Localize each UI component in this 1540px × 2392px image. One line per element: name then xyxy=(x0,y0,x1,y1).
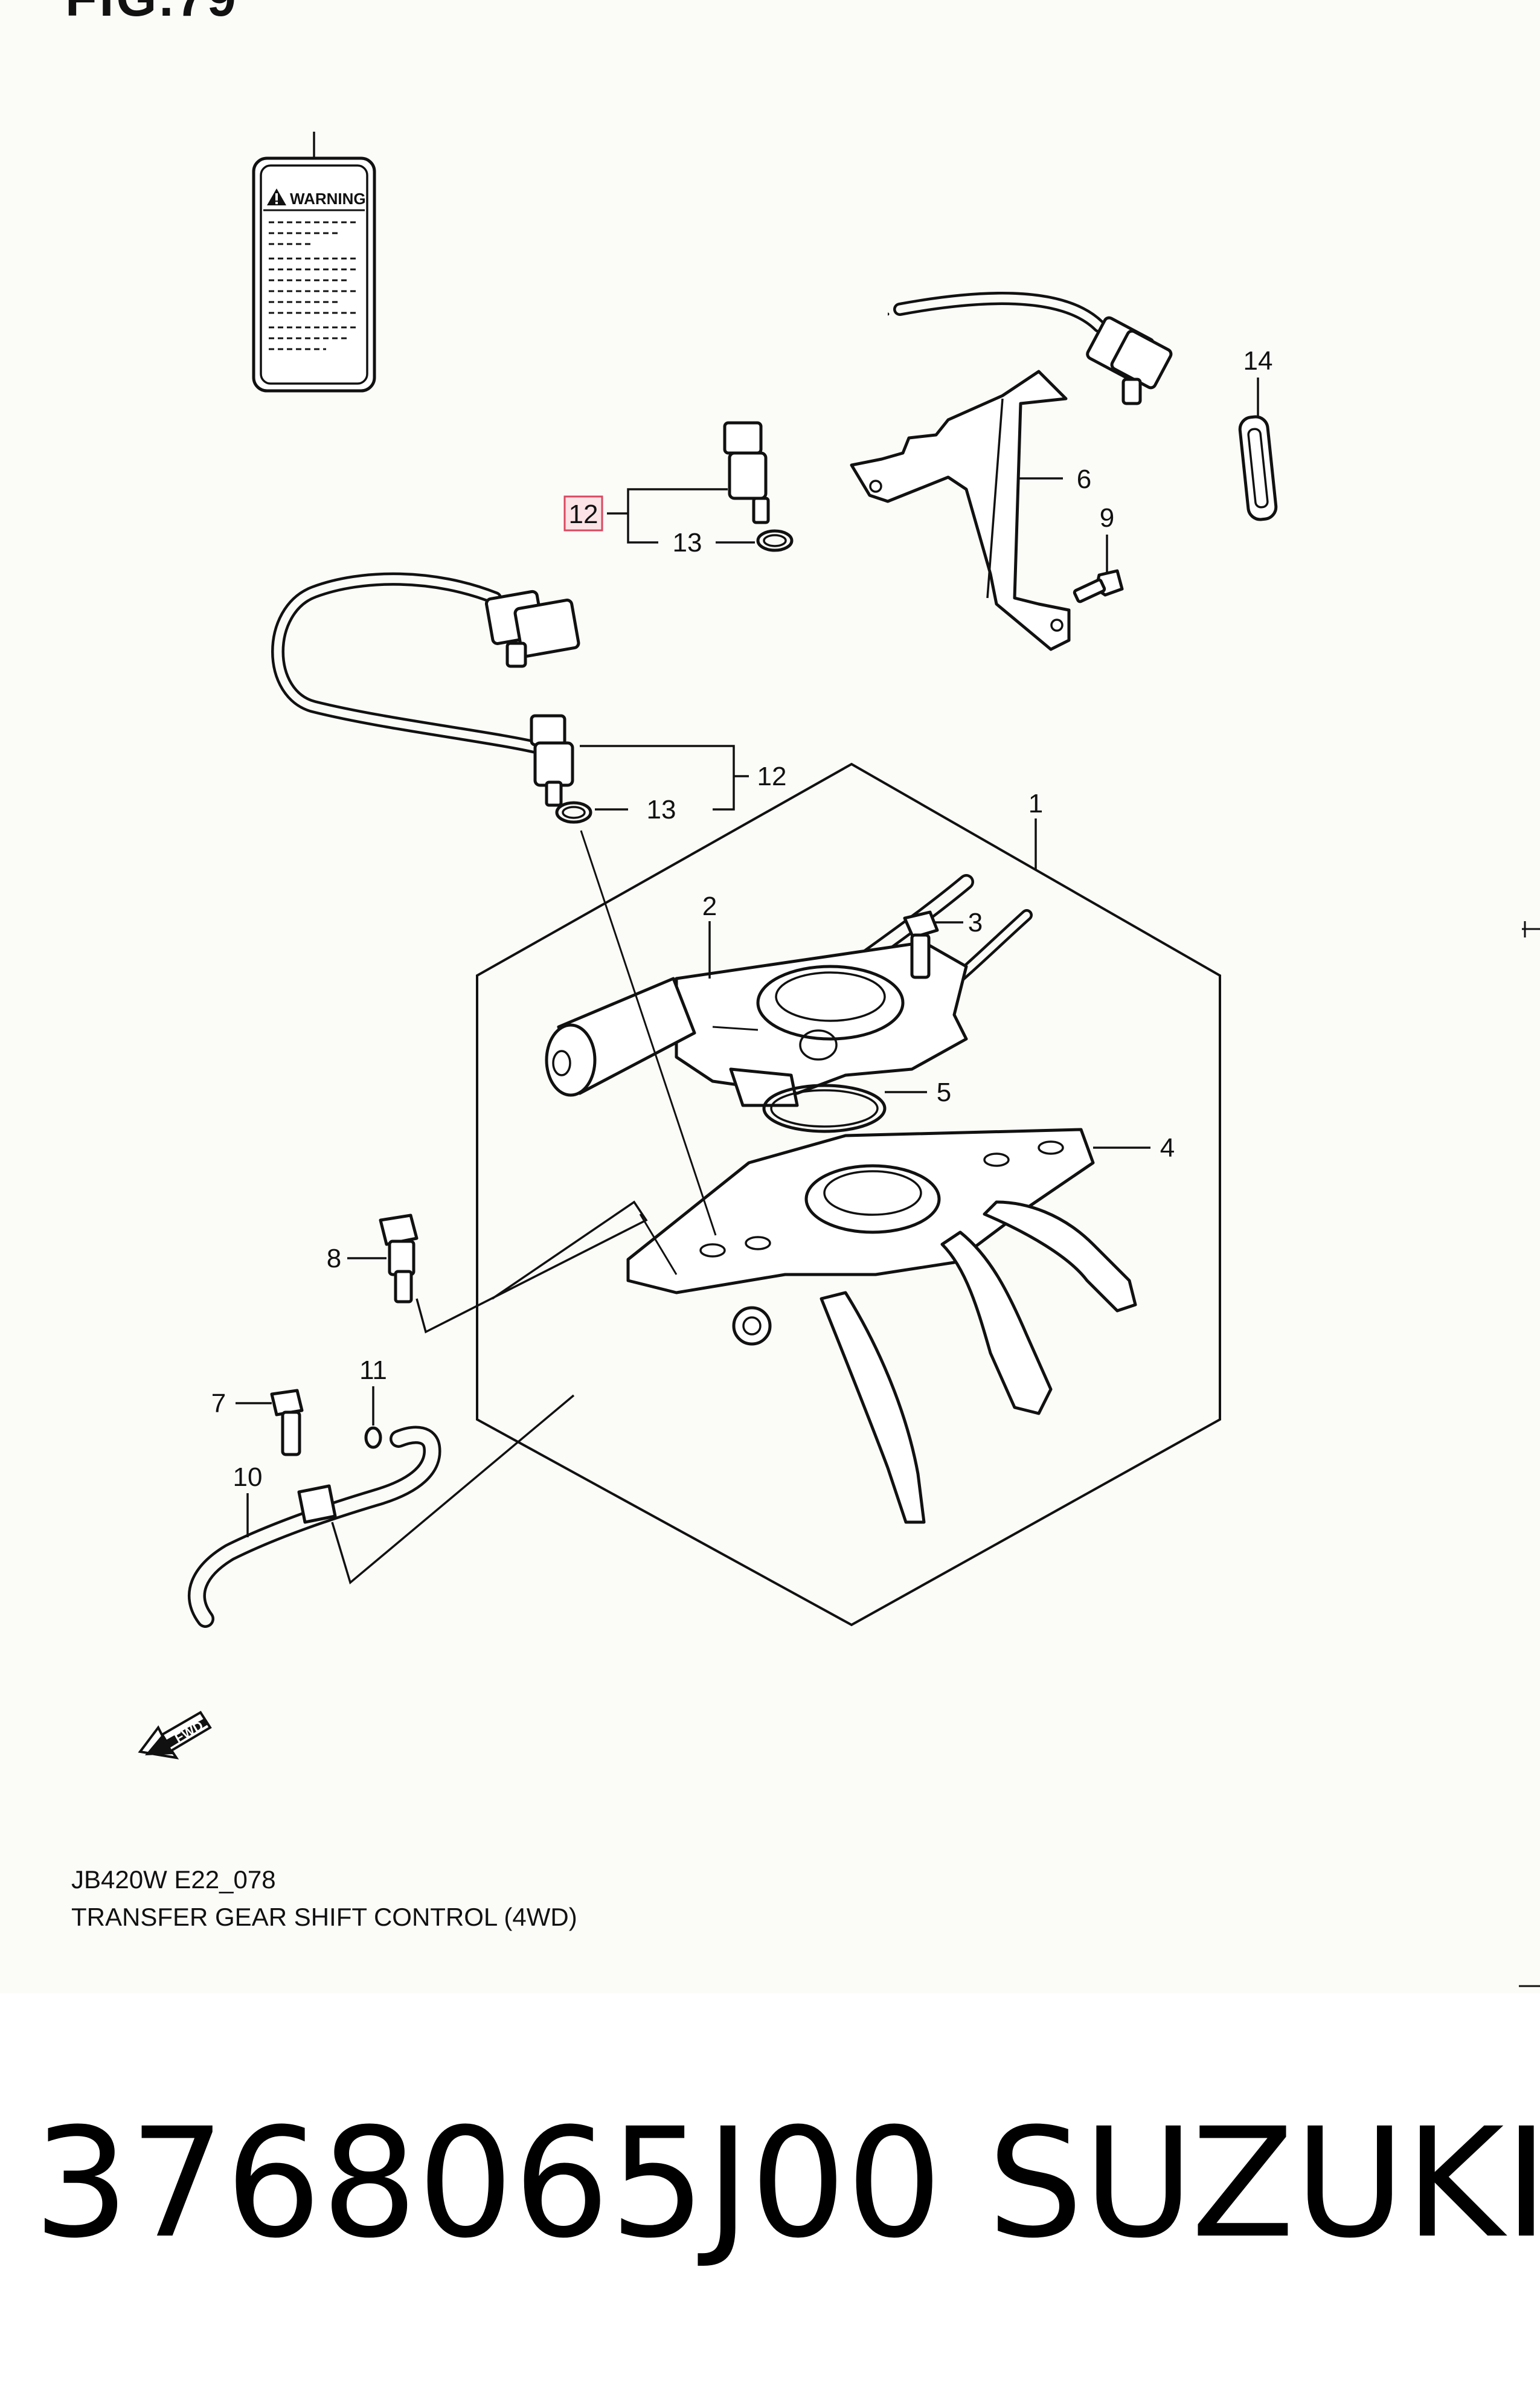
callout-label-5: 5 xyxy=(937,1078,951,1107)
callout-label-2: 2 xyxy=(702,892,717,921)
warning-triangle-icon xyxy=(267,188,286,205)
actuator-motor-part: 2 xyxy=(545,874,1033,1107)
brand-name: SUZUKI xyxy=(987,2095,1540,2271)
figure-caption: TRANSFER GEAR SHIFT CONTROL (4WD) xyxy=(71,1903,577,1931)
middle-switch xyxy=(530,714,574,807)
middle-connector xyxy=(484,590,580,668)
exploded-parts-diagram: WARNING xyxy=(138,132,1540,1987)
ring-11-part: 11 xyxy=(359,1355,387,1449)
warning-label-part: WARNING xyxy=(252,132,376,393)
callout-label-6: 6 xyxy=(1077,465,1091,494)
figure-title: FIG.79 xyxy=(65,0,239,28)
bolt-3-part: 3 xyxy=(903,908,983,979)
upper-switch-harness xyxy=(723,292,1173,552)
warning-label-text: WARNING xyxy=(290,190,366,208)
callout-12-top: 12 13 xyxy=(563,488,755,558)
hose-10-part: 10 xyxy=(187,1394,575,1628)
upper-connector xyxy=(1086,316,1173,405)
o-ring-5-part: 5 xyxy=(762,1078,951,1133)
callout-label-13-top: 13 xyxy=(673,528,702,558)
callout-label-11: 11 xyxy=(359,1355,387,1385)
callout-label-10: 10 xyxy=(233,1462,263,1492)
callout-label-8: 8 xyxy=(327,1244,341,1273)
callout-label-4: 4 xyxy=(1160,1133,1175,1163)
part-number: 3768065J00 xyxy=(33,2095,943,2271)
callout-label-12-mid: 12 xyxy=(757,762,787,791)
model-code: JB420W E22_078 xyxy=(71,1865,276,1894)
callout-label-7: 7 xyxy=(211,1389,226,1418)
bolt-8-part: 8 xyxy=(327,1200,678,1334)
fwd-arrow-icon: FWD xyxy=(138,1711,212,1760)
bolt-7-part: 7 xyxy=(211,1389,304,1456)
upper-switch xyxy=(723,421,770,524)
bracket-part: 6 xyxy=(850,370,1091,651)
callout-label-13-mid: 13 xyxy=(647,795,676,825)
callout-label-1: 1 xyxy=(1028,789,1043,818)
base-plate-part: 4 xyxy=(626,1128,1175,1524)
callout-label-14: 14 xyxy=(1243,346,1273,376)
diagram-sheet: FIG.79 WARNING xyxy=(65,0,1540,1987)
bolt-9-part: 9 xyxy=(1073,503,1124,603)
assembly-hexagon: 1 xyxy=(476,762,1221,1627)
callout-label-12-highlight: 12 xyxy=(569,500,598,529)
clip-14-part: 14 xyxy=(1238,346,1278,521)
middle-switch-harness: 12 13 xyxy=(271,572,787,825)
callout-label-3: 3 xyxy=(968,908,983,937)
part-number-banner xyxy=(0,1993,1540,2392)
highlight-box xyxy=(563,495,603,532)
callout-label-9: 9 xyxy=(1100,503,1114,533)
